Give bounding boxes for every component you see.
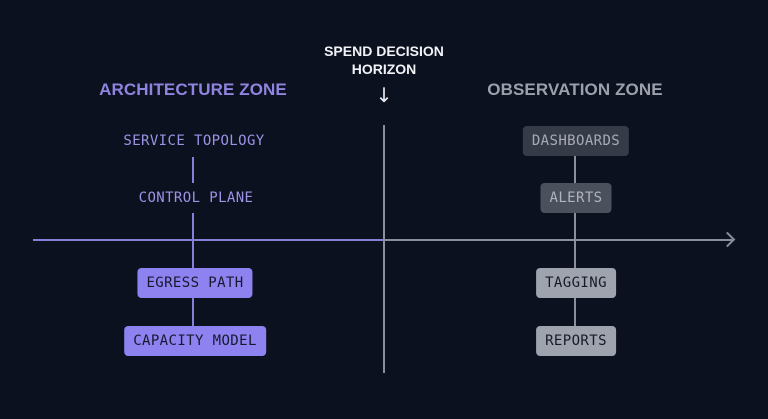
horizon-label-line2: HORIZON xyxy=(351,61,417,77)
architecture-zone-title: ARCHITECTURE ZONE xyxy=(99,80,287,99)
horizon-label: SPEND DECISION HORIZON xyxy=(324,42,444,78)
architecture-connector-line xyxy=(192,157,194,327)
observation-connector-line xyxy=(574,156,576,326)
horizon-label-line1: SPEND DECISION xyxy=(324,43,444,59)
node-tagging: TAGGING xyxy=(536,268,616,298)
node-service-topology: SERVICE TOPOLOGY xyxy=(114,126,274,156)
node-reports: REPORTS xyxy=(536,326,616,356)
observation-zone-title: OBSERVATION ZONE xyxy=(487,80,663,99)
node-capacity-model: CAPACITY MODEL xyxy=(124,326,266,356)
node-alerts: ALERTS xyxy=(540,183,612,213)
axis-arrowhead-icon xyxy=(719,231,736,248)
timeline-axis-observation-segment xyxy=(384,239,732,241)
timeline-axis-architecture-segment xyxy=(33,239,384,241)
node-egress-path: EGRESS PATH xyxy=(137,268,253,298)
down-arrow-icon: ↓ xyxy=(375,83,393,107)
node-dashboards: DASHBOARDS xyxy=(522,126,630,156)
node-control-plane: CONTROL PLANE xyxy=(129,183,263,213)
horizon-divider-line xyxy=(383,125,385,373)
